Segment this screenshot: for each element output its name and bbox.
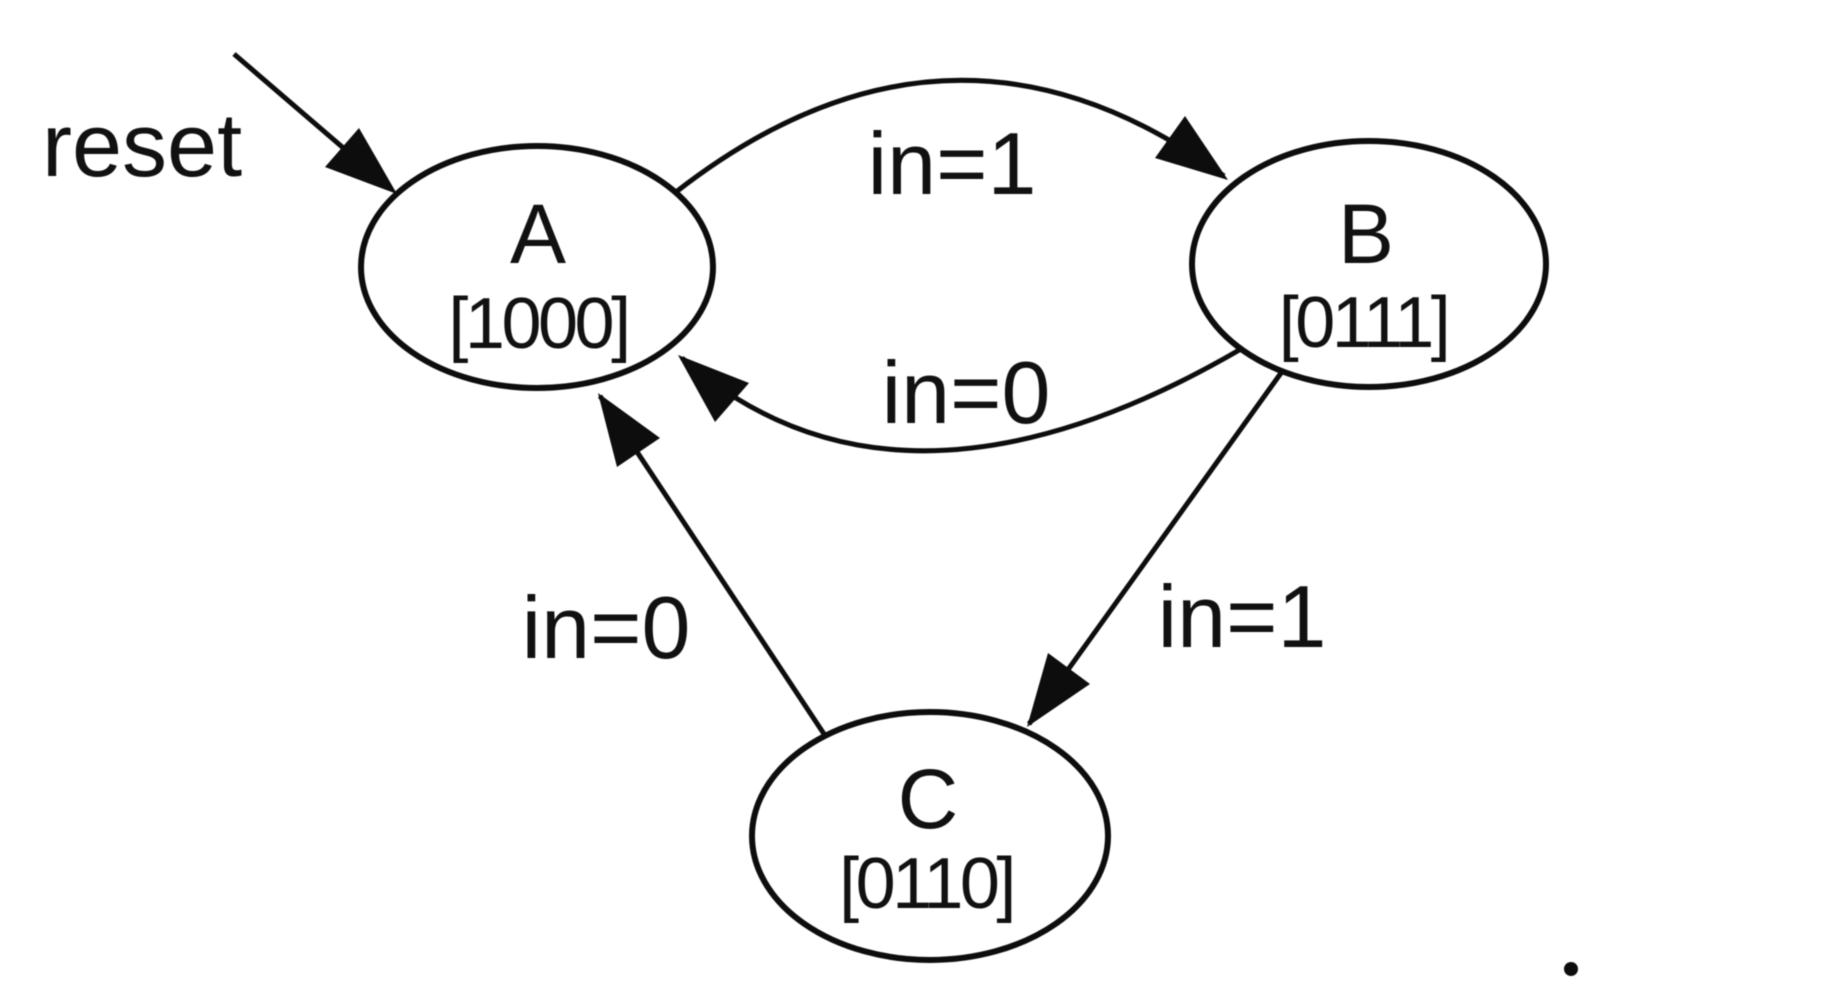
transition-a-to-b-label: in=1	[868, 114, 1037, 213]
state-c-ellipse	[749, 709, 1111, 963]
transition-c-to-a-label: in=0	[522, 578, 691, 677]
transition-b-to-c-label: in=1	[1158, 567, 1327, 666]
state-c-name: C	[898, 752, 959, 846]
state-a-ellipse	[358, 143, 716, 391]
transition-a-to-b-path	[674, 77, 1226, 194]
state-node-a: A [1000]	[358, 143, 716, 391]
state-b-name: B	[1338, 187, 1394, 281]
transition-b-to-a-path	[680, 346, 1243, 454]
state-c-output: [0110]	[839, 844, 1013, 924]
reset-label: reset	[42, 96, 242, 196]
state-a-output: [1000]	[448, 284, 627, 364]
reset-arrowhead-icon	[325, 128, 397, 194]
transition-b-to-c-path	[1026, 371, 1284, 726]
transition-b-to-a-arrowhead-icon	[678, 355, 749, 422]
state-node-b: B [0111]	[1189, 138, 1549, 390]
transition-c-to-a: in=0	[522, 393, 829, 739]
transition-b-to-a-label: in=0	[882, 343, 1051, 442]
transition-a-to-b-arrowhead-icon	[1155, 116, 1228, 180]
reset-arrow-line	[232, 52, 364, 166]
state-b-output: [0111]	[1279, 283, 1448, 363]
transition-a-to-b: in=1	[674, 77, 1228, 213]
reset-entry-arrow: reset	[42, 52, 397, 196]
state-node-c: C [0110]	[749, 709, 1111, 963]
state-b-ellipse	[1189, 138, 1549, 390]
transition-c-to-a-arrowhead-icon	[598, 393, 660, 467]
transition-b-to-c-arrowhead-icon	[1027, 653, 1090, 727]
transition-b-to-c: in=1	[1026, 371, 1327, 727]
transition-b-to-a: in=0	[678, 343, 1243, 454]
stray-dot	[1564, 962, 1578, 976]
state-a-name: A	[510, 187, 566, 281]
